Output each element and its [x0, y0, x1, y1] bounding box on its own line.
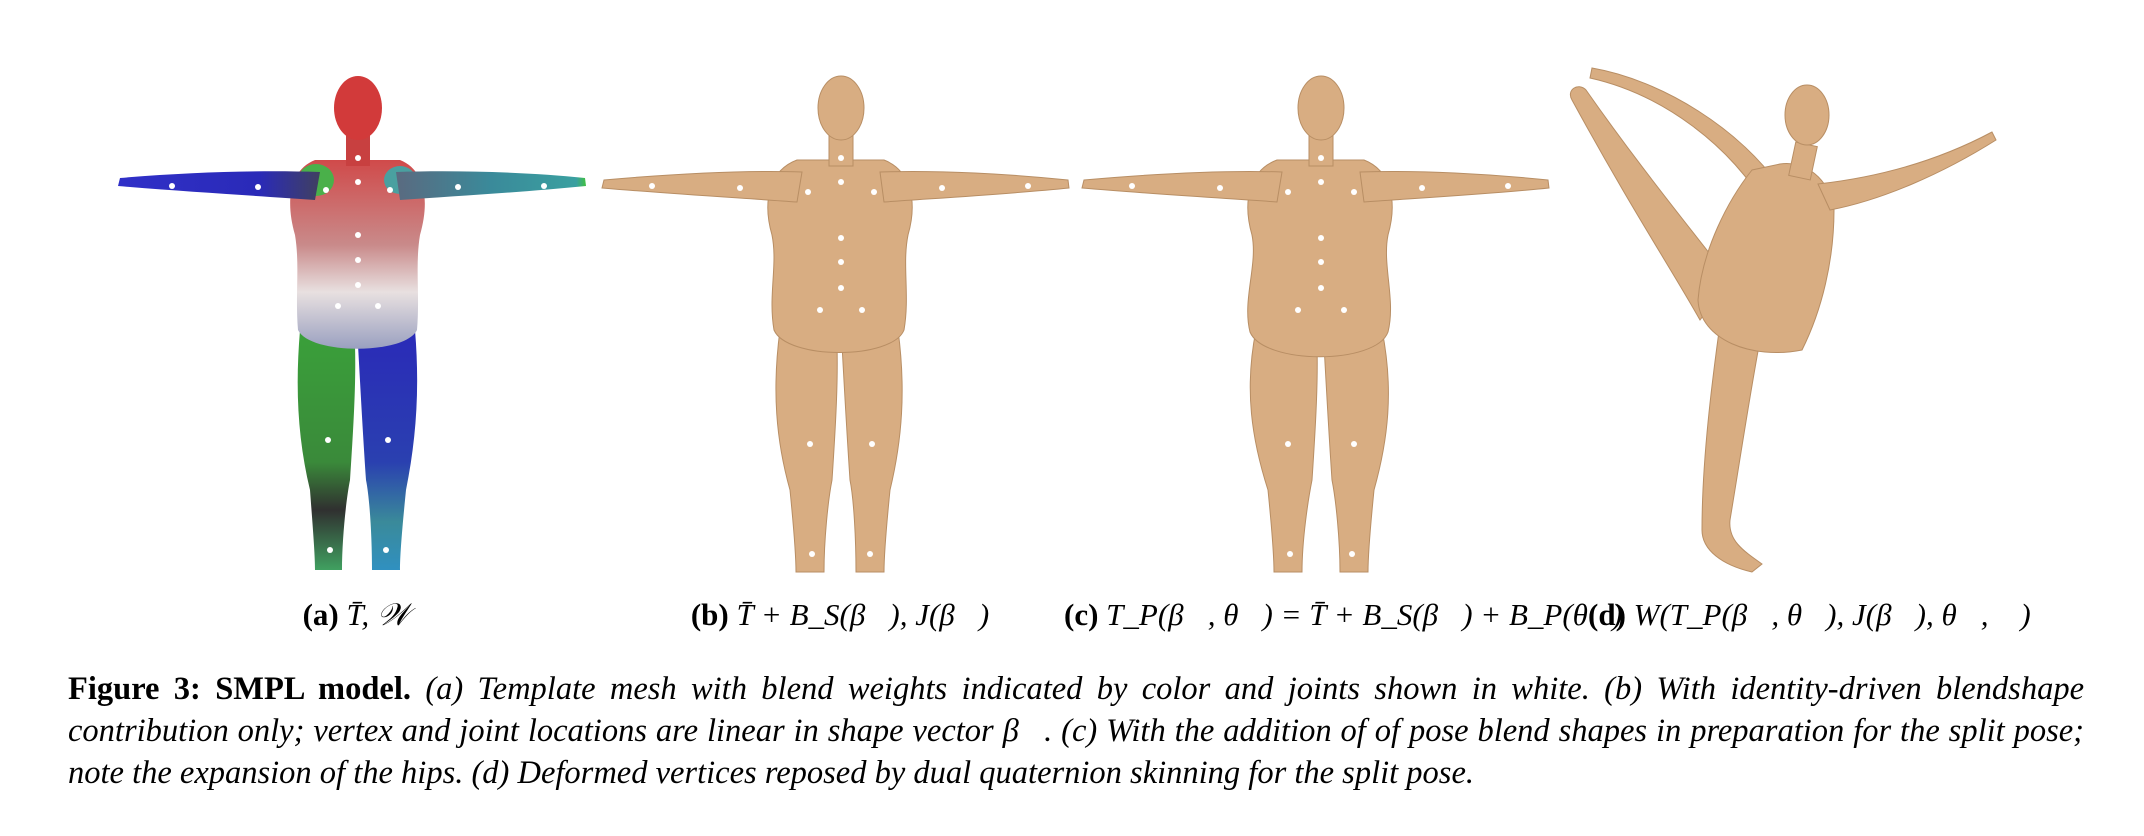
- pose-blendshape-mesh-image: [1081, 75, 1550, 573]
- subcaption-c-math: T_P(β⃗, θ⃗) = T̄ + B_S(β⃗) + B_P(θ⃗): [1106, 597, 1623, 632]
- figure-title: SMPL model.: [215, 671, 411, 707]
- subcaption-b-label: (b): [690, 597, 729, 632]
- subcaption-b-math: T̄ + B_S(β⃗), J(β⃗): [736, 597, 990, 632]
- figure-label: Figure 3:: [68, 671, 201, 707]
- figure-caption-text: (a) Template mesh with blend weights ind…: [68, 671, 2084, 791]
- subcaption-d: (d) W(T_P(β⃗, θ⃗), J(β⃗), θ⃗, 𝒲): [1588, 595, 2031, 635]
- subcaption-d-label: (d): [1588, 597, 1626, 632]
- subcaption-a-label: (a): [302, 597, 339, 632]
- subcaption-c-label: (c): [1064, 597, 1099, 632]
- template-mesh-blend-weights-image: [118, 76, 586, 570]
- figure-caption: Figure 3: SMPL model. (a) Template mesh …: [68, 668, 2084, 794]
- subcaption-d-math: W(T_P(β⃗, θ⃗), J(β⃗), θ⃗, 𝒲): [1633, 597, 2031, 632]
- figure-panel-b: [592, 60, 1072, 600]
- figure-panel-c: [1072, 60, 1552, 600]
- reposed-split-pose-mesh-image: [1570, 67, 1997, 573]
- figure-panel-d: [1552, 60, 2052, 600]
- subcaption-b: (b) T̄ + B_S(β⃗), J(β⃗): [660, 595, 1020, 635]
- subcaption-a-math: T̄, 𝒲: [346, 597, 410, 632]
- shape-blendshape-mesh-image: [601, 75, 1070, 573]
- figure-panel-a: [110, 60, 590, 600]
- subcaption-a: (a) T̄, 𝒲: [250, 595, 462, 635]
- subcaption-c: (c) T_P(β⃗, θ⃗) = T̄ + B_S(β⃗) + B_P(θ⃗): [1064, 595, 1622, 635]
